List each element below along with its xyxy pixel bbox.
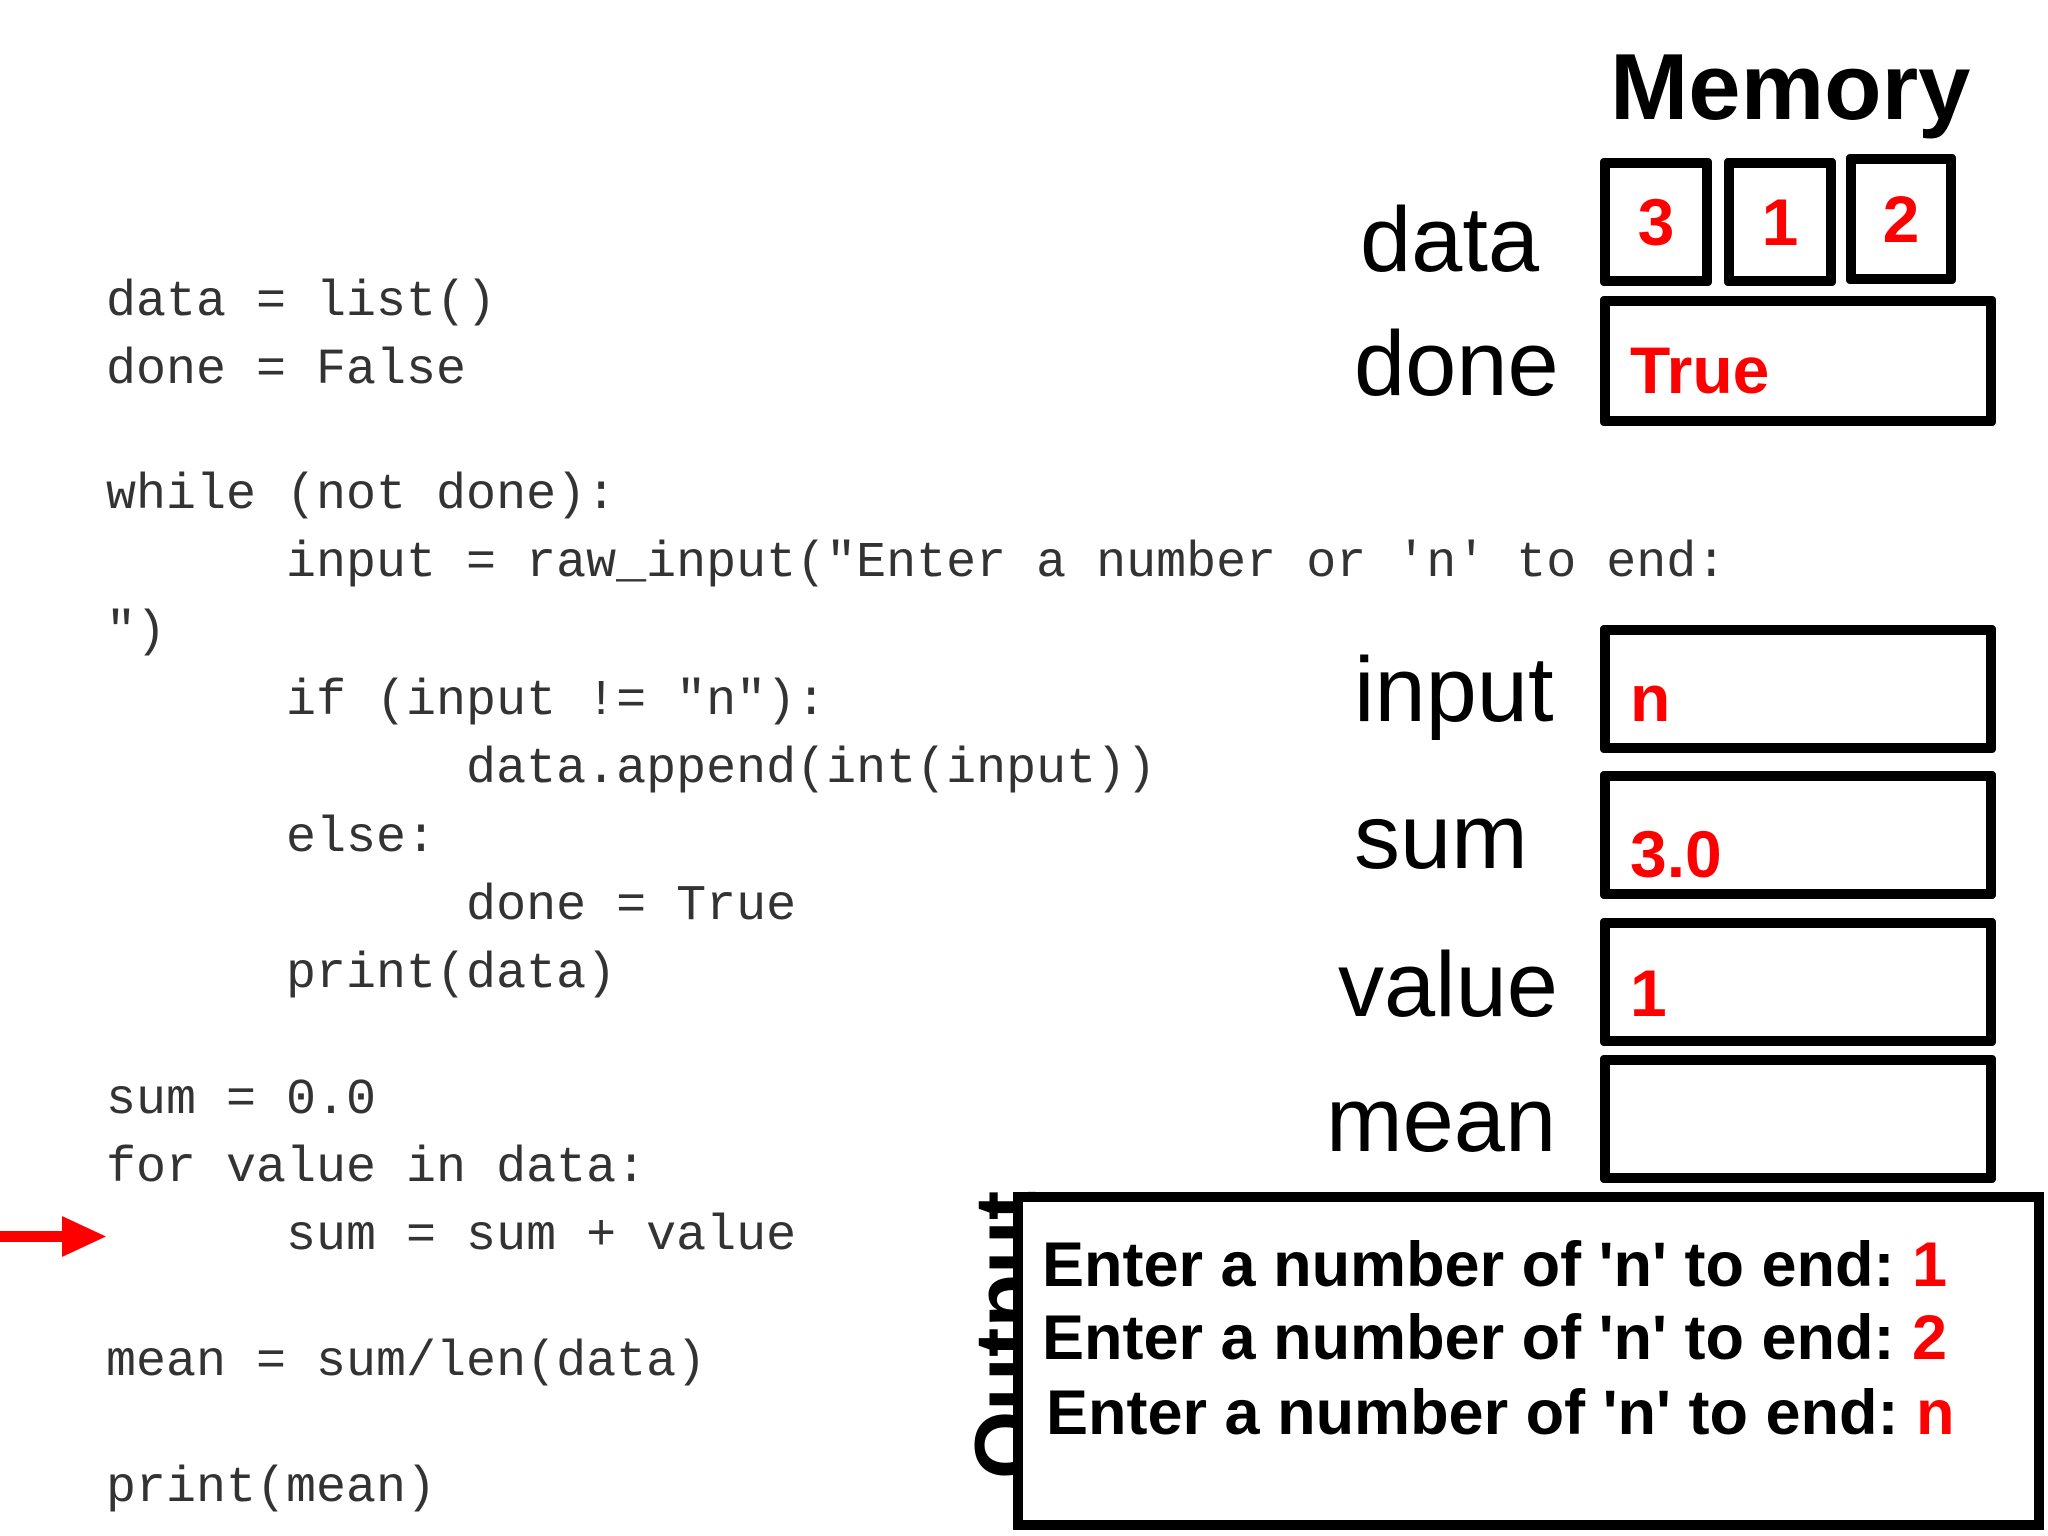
code-line: ") bbox=[106, 604, 167, 661]
done-box: True bbox=[1600, 296, 1996, 426]
output-prompt: Enter a number of 'n' to end: bbox=[1046, 1378, 1916, 1448]
code-line: done = True bbox=[106, 878, 797, 935]
code-line: if (input != "n"): bbox=[106, 673, 827, 730]
data-cell: 1 bbox=[1724, 158, 1836, 286]
done-value: True bbox=[1630, 333, 1770, 407]
code-line: sum = sum + value bbox=[106, 1208, 797, 1265]
input-box: n bbox=[1600, 625, 1996, 753]
value-label: value bbox=[1338, 934, 1558, 1036]
sum-label: sum bbox=[1354, 786, 1528, 888]
code-line: print(data) bbox=[106, 946, 617, 1003]
code-line: else: bbox=[106, 810, 437, 867]
code-line: while (not done): bbox=[106, 467, 617, 524]
code-line: sum = 0.0 bbox=[106, 1072, 377, 1129]
output-prompt: Enter a number of 'n' to end: bbox=[1042, 1230, 1912, 1300]
data-cell-value: 3 bbox=[1637, 185, 1675, 259]
sum-box: 3.0 bbox=[1600, 771, 1996, 899]
data-cell: 2 bbox=[1846, 154, 1956, 284]
code-line: data = list() bbox=[106, 274, 497, 331]
output-user-input: 1 bbox=[1911, 1230, 1948, 1300]
execution-pointer-arrow-icon bbox=[0, 1216, 106, 1257]
value-box: 1 bbox=[1600, 918, 1996, 1046]
sum-value: 3.0 bbox=[1630, 817, 1722, 891]
code-line: done = False bbox=[106, 342, 467, 399]
data-cell-value: 2 bbox=[1882, 182, 1920, 256]
mean-label: mean bbox=[1326, 1069, 1557, 1171]
output-line: Enter a number of 'n' to end: 2 bbox=[1042, 1302, 1947, 1374]
output-user-input: 2 bbox=[1911, 1303, 1948, 1373]
code-line: input = raw_input("Enter a number or 'n'… bbox=[106, 535, 1727, 592]
output-line: Enter a number of 'n' to end: n bbox=[1046, 1377, 1954, 1449]
data-label: data bbox=[1360, 189, 1540, 291]
output-prompt: Enter a number of 'n' to end: bbox=[1042, 1303, 1912, 1373]
input-value: n bbox=[1630, 661, 1671, 735]
data-cell: 3 bbox=[1600, 158, 1712, 286]
data-cell-value: 1 bbox=[1761, 185, 1799, 259]
mean-box bbox=[1600, 1055, 1996, 1183]
output-line: Enter a number of 'n' to end: 1 bbox=[1042, 1229, 1947, 1301]
code-line: data.append(int(input)) bbox=[106, 741, 1157, 798]
code-line: for value in data: bbox=[106, 1140, 647, 1197]
code-line: mean = sum/len(data) bbox=[106, 1334, 707, 1391]
code-line: print(mean) bbox=[106, 1460, 437, 1517]
output-box bbox=[1013, 1192, 2044, 1530]
output-user-input: n bbox=[1915, 1378, 1955, 1448]
value-value: 1 bbox=[1630, 956, 1667, 1030]
input-label: input bbox=[1354, 639, 1554, 741]
memory-title: Memory bbox=[1610, 34, 1971, 139]
done-label: done bbox=[1354, 313, 1559, 415]
